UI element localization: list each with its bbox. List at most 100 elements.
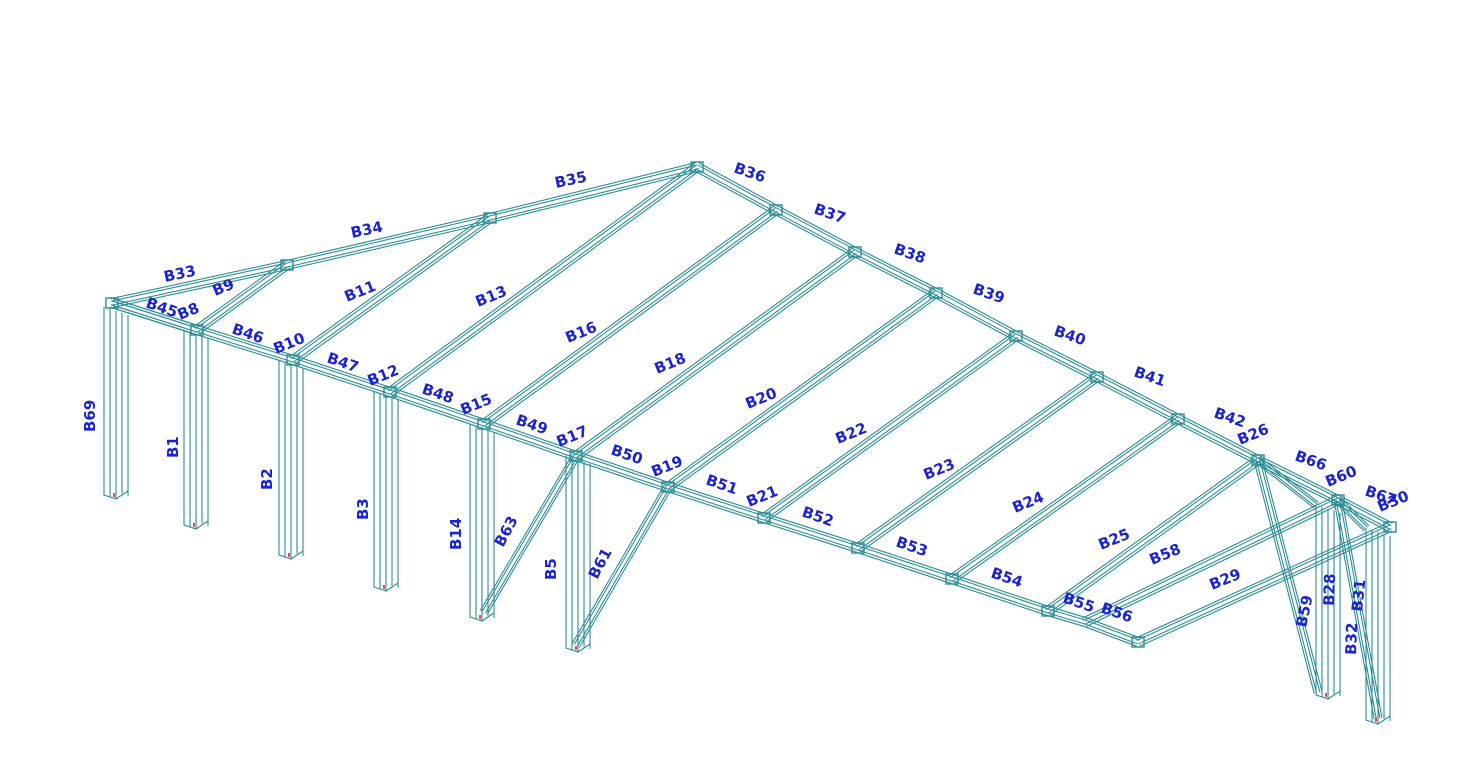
node-joint-12 [280,259,294,271]
label-B14[interactable]: B14 [447,518,465,550]
label-B5[interactable]: B5 [542,558,560,580]
member-B20[interactable] [664,288,940,492]
member-B42-edge-3 [1175,422,1257,465]
member-B3[interactable] [373,391,399,592]
member-B53[interactable] [856,543,954,584]
member-B35[interactable] [488,162,699,223]
member-B42[interactable] [1175,414,1261,465]
member-B49[interactable] [481,419,579,461]
member-B46[interactable] [195,325,295,365]
member-B40-edge-1 [1016,333,1099,376]
member-B16-edge-3 [486,213,780,429]
label-B11[interactable]: B11 [342,277,379,306]
label-B35[interactable]: B35 [553,168,588,192]
label-B24[interactable]: B24 [1010,488,1047,517]
member-B36[interactable] [694,162,779,215]
member-B2[interactable] [278,359,304,560]
member-B9[interactable] [193,260,291,335]
member-B46-edge-1 [197,327,295,359]
member-B56[interactable] [1082,617,1141,647]
member-B52[interactable] [762,513,860,553]
label-B34[interactable]: B34 [349,218,384,242]
label-B36[interactable]: B36 [732,159,768,187]
member-B25[interactable] [1044,455,1262,616]
member-B48[interactable] [387,387,487,429]
label-B33[interactable]: B33 [162,262,197,286]
label-B23[interactable]: B23 [921,455,958,484]
member-B37[interactable] [773,205,858,257]
label-B18[interactable]: B18 [652,349,689,378]
member-B36-edge-0 [698,162,779,207]
label-B32[interactable]: B32 [1342,622,1361,655]
member-B5[interactable] [565,455,591,653]
member-B69[interactable] [103,306,129,500]
member-B11[interactable] [289,213,494,365]
member-B51[interactable] [666,482,766,523]
node-joint-9 [945,573,959,585]
member-B47-edge-1 [293,357,392,391]
member-B38-edge-1 [855,249,938,292]
member-B63-edge-2 [485,456,579,614]
label-B41[interactable]: B41 [1132,363,1168,391]
member-B39-edge-1 [936,290,1018,335]
label-B39[interactable]: B39 [971,280,1007,308]
label-B2[interactable]: B2 [258,468,276,490]
label-B51[interactable]: B51 [704,471,740,499]
member-B24[interactable] [948,414,1182,584]
label-B60[interactable]: B60 [1323,462,1360,491]
label-B29[interactable]: B29 [1207,565,1244,594]
member-B22[interactable] [760,331,1020,523]
member-B18[interactable] [572,247,859,461]
member-B63[interactable] [480,453,580,615]
member-B42-edge-2 [1176,420,1258,463]
member-B14[interactable] [469,423,495,622]
member-B34[interactable] [285,213,492,270]
member-B11-edge-3 [295,221,494,365]
label-B42[interactable]: B42 [1212,404,1248,432]
member-B22-edge-3 [766,339,1020,523]
member-B39[interactable] [933,288,1019,341]
member-B26[interactable] [1255,456,1319,509]
label-B3[interactable]: B3 [354,498,372,520]
member-B32[interactable] [1365,527,1391,725]
member-B13[interactable] [386,162,701,397]
label-B16[interactable]: B16 [563,318,600,347]
label-B40[interactable]: B40 [1052,322,1088,350]
member-B58[interactable] [1082,495,1341,627]
label-B46[interactable]: B46 [230,320,266,348]
label-B21[interactable]: B21 [744,482,781,511]
member-B13-edge-2 [390,168,699,395]
member-B38[interactable] [852,247,939,298]
member-B40[interactable] [1013,331,1100,382]
node-joint-6 [661,481,675,493]
member-B41[interactable] [1094,372,1181,424]
label-B1[interactable]: B1 [164,436,182,458]
member-B16[interactable] [480,205,780,429]
member-B32-base [1365,715,1391,725]
label-B37[interactable]: B37 [812,200,848,228]
label-B58[interactable]: B58 [1147,540,1184,569]
label-B53[interactable]: B53 [894,533,930,561]
label-B10[interactable]: B10 [271,329,308,358]
label-B54[interactable]: B54 [989,564,1025,592]
member-B33[interactable] [110,260,289,308]
member-B8[interactable] [110,298,199,335]
member-B1[interactable] [183,329,209,530]
label-B69[interactable]: B69 [81,400,99,432]
member-B28[interactable] [1315,504,1341,700]
member-B54-edge-1 [952,576,1050,610]
member-B59-edge-1 [1255,459,1317,694]
label-B38[interactable]: B38 [892,240,928,268]
label-B31[interactable]: B31 [1348,578,1369,612]
label-B63[interactable]: B63 [491,513,522,550]
member-B54[interactable] [950,574,1050,616]
label-B28[interactable]: B28 [1320,573,1339,606]
member-B23[interactable] [854,372,1101,553]
member-B47[interactable] [291,355,392,397]
label-B25[interactable]: B25 [1096,525,1133,554]
label-B66[interactable]: B66 [1293,447,1329,475]
member-B59[interactable] [1253,458,1323,694]
member-B31[interactable] [1333,498,1383,720]
member-B61[interactable] [571,484,673,648]
